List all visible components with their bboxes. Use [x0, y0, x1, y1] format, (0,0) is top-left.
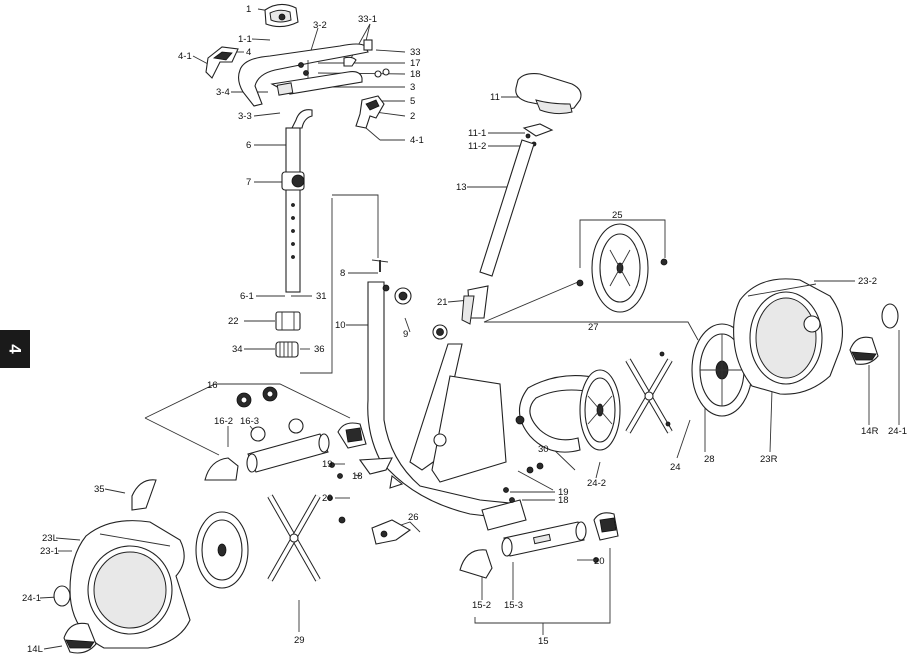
label-28: 28	[704, 454, 715, 465]
label-15: 15	[538, 636, 549, 647]
right-hand-grip-icon	[355, 95, 385, 129]
label-19-right: 19	[558, 487, 569, 498]
label-33-1: 33-1	[358, 14, 377, 25]
pulley-icon	[579, 369, 621, 451]
label-29: 29	[294, 635, 305, 646]
right-cover-icon	[733, 278, 843, 395]
label-6: 6	[246, 140, 251, 151]
label-30: 30	[538, 444, 549, 455]
part-shapes	[53, 3, 899, 654]
handlebar-icon	[237, 39, 390, 107]
label-15-2: 15-2	[472, 600, 491, 611]
rear-stabilizer-icon	[459, 499, 619, 579]
label-26: 26	[408, 512, 419, 523]
pin-icon	[371, 259, 389, 272]
label-33: 33	[410, 47, 421, 58]
label-27: 27	[588, 322, 599, 333]
console-part-icon	[264, 3, 299, 28]
label-4: 4	[246, 47, 251, 58]
label-23L: 23L	[42, 533, 58, 544]
label-16-3: 16-3	[240, 416, 259, 427]
label-8: 8	[340, 268, 345, 279]
flywheel-left-icon	[195, 511, 249, 589]
seat-bushing-icon	[461, 285, 489, 325]
label-19-left: 19	[322, 459, 333, 470]
label-36: 36	[314, 344, 325, 355]
label-24: 24	[670, 462, 681, 473]
tension-knob-icon	[394, 287, 412, 305]
left-hand-grip-icon	[205, 46, 239, 79]
label-22: 22	[228, 316, 239, 327]
seal-ring-right-icon	[881, 303, 899, 329]
label-2: 2	[410, 111, 415, 122]
label-15-3: 15-3	[504, 600, 523, 611]
cross-bracket-left-icon	[267, 494, 321, 582]
label-16-2: 16-2	[214, 416, 233, 427]
label-9: 9	[403, 329, 408, 340]
label-18-right: 18	[558, 495, 569, 506]
handlebar-post-icon	[285, 109, 313, 293]
seal-ring-left-icon	[53, 585, 71, 607]
label-3-4: 3-4	[216, 87, 230, 98]
label-10: 10	[335, 320, 346, 331]
part-labels: 1 1-1 3-2 33-1 33 17 18 4-1 4 3-4 3 5 3-…	[22, 4, 907, 655]
flywheel-top-icon	[576, 223, 668, 313]
transport-wheels-icon	[236, 386, 278, 408]
adjustment-knob-icon	[281, 171, 305, 191]
label-25: 25	[612, 210, 623, 221]
label-24-1-right: 24-1	[888, 426, 907, 437]
saddle-icon	[515, 73, 582, 115]
label-7: 7	[246, 177, 251, 188]
cover-piece-icon	[131, 479, 157, 511]
seat-post-icon	[479, 139, 535, 277]
right-pedal-icon	[849, 336, 879, 365]
label-1-1: 1-1	[238, 34, 252, 45]
label-24-2: 24-2	[587, 478, 606, 489]
label-13: 13	[456, 182, 467, 193]
page-number-tab: 4	[0, 330, 30, 368]
label-35: 35	[94, 484, 105, 495]
label-23-1: 23-1	[40, 546, 59, 557]
label-3: 3	[410, 82, 415, 93]
bolts-icon	[327, 284, 671, 563]
label-6-1: 6-1	[240, 291, 254, 302]
label-11: 11	[490, 92, 500, 103]
left-cover-icon	[69, 520, 191, 649]
label-18-mid: 18	[352, 471, 363, 482]
main-frame-icon	[358, 281, 521, 521]
label-21: 21	[437, 297, 448, 308]
bushing-icon	[275, 311, 301, 331]
label-4-1-bottom: 4-1	[410, 135, 424, 146]
label-16: 16	[207, 380, 218, 391]
label-34: 34	[232, 344, 243, 355]
front-stabilizer-icon	[204, 418, 367, 481]
label-24-1-left: 24-1	[22, 593, 41, 604]
label-23R: 23R	[760, 454, 778, 465]
label-1: 1	[246, 4, 251, 15]
label-20-left: 20	[322, 493, 333, 504]
saddle-bracket-icon	[522, 123, 554, 147]
pedal-crank-icon	[371, 519, 412, 545]
knob-icon	[432, 324, 448, 340]
label-3-3: 3-3	[238, 111, 252, 122]
label-14L: 14L	[27, 644, 43, 655]
label-18-top: 18	[410, 69, 421, 80]
label-31: 31	[316, 291, 327, 302]
label-14R: 14R	[861, 426, 879, 437]
leader-lines	[39, 8, 900, 650]
label-5: 5	[410, 96, 415, 107]
left-pedal-icon	[63, 622, 97, 654]
label-4-1-top: 4-1	[178, 51, 192, 62]
label-20-right: 20	[594, 556, 605, 567]
label-11-1: 11-1	[468, 128, 486, 139]
label-17: 17	[410, 58, 421, 69]
cross-bracket-right-icon	[625, 358, 673, 434]
ring-nut-icon	[275, 341, 299, 358]
label-11-2: 11-2	[468, 141, 486, 152]
label-23-2: 23-2	[858, 276, 877, 287]
label-3-2: 3-2	[313, 20, 327, 31]
